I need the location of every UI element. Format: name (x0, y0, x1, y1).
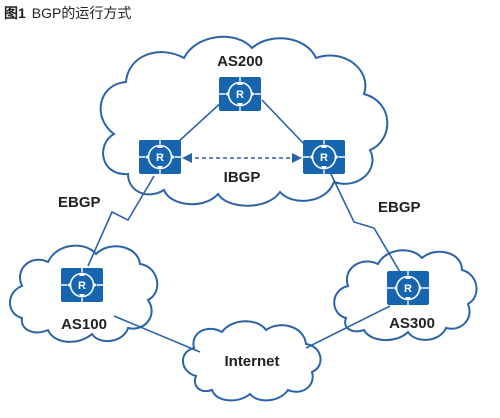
svg-text:R: R (236, 89, 244, 101)
figure-caption: BGP的运行方式 (31, 5, 132, 21)
router-icon-as200-left: R (138, 139, 182, 175)
link-as200-top-left (177, 99, 225, 143)
label-internet: Internet (224, 353, 279, 370)
label-as300: AS300 (389, 315, 435, 332)
label-ebgp-left: EBGP (58, 194, 101, 211)
router-icon-as200-top: R (218, 76, 262, 112)
label-as100: AS100 (61, 316, 107, 333)
link-as200-top-right (261, 99, 305, 145)
link-as100-internet (113, 315, 201, 353)
figure-title: 图1 BGP的运行方式 (4, 3, 131, 23)
internet-cloud (182, 320, 322, 402)
figure-number: 图1 (4, 5, 26, 21)
svg-text:R: R (156, 152, 164, 164)
label-ibgp: IBGP (224, 169, 261, 186)
router-icon-as100: R (60, 267, 104, 303)
label-as200: AS200 (217, 53, 263, 70)
label-ebgp-right: EBGP (378, 199, 421, 216)
ebgp-link-right (329, 171, 401, 273)
router-icon-as300: R (386, 270, 430, 306)
svg-text:R: R (404, 283, 412, 295)
svg-text:R: R (78, 280, 86, 292)
svg-text:R: R (320, 152, 328, 164)
ebgp-link-left (87, 175, 155, 267)
router-icon-as200-right: R (302, 139, 346, 175)
link-as300-internet (305, 305, 391, 349)
